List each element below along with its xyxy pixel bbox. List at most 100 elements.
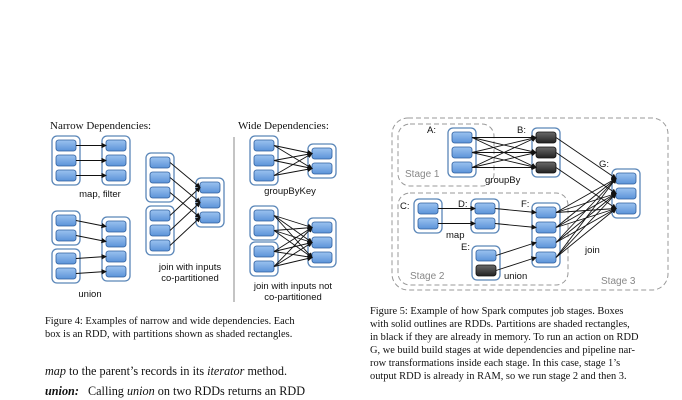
dependency-arrow	[555, 177, 617, 258]
dependency-arrow	[273, 153, 313, 176]
figure5-caption-line: in black if they are already in memory. …	[370, 332, 639, 343]
dependency-arrow	[555, 177, 617, 243]
dependency-arrow	[169, 177, 201, 204]
label-join-copartitioned-2: co-partitioned	[161, 273, 219, 284]
dependency-arrow	[494, 208, 537, 215]
partition	[615, 202, 637, 215]
rdd-label-e: E:	[461, 242, 470, 253]
dependency-arrow	[169, 201, 201, 231]
label-groupbykey: groupByKey	[264, 186, 316, 197]
partition	[451, 131, 473, 144]
label-join-not-copartitioned-2: co-partitioned	[264, 292, 322, 303]
op-label-map: map	[446, 230, 465, 241]
dependency-arrow	[495, 241, 537, 256]
dependency-arrow	[75, 220, 107, 229]
stage-3-label: Stage 3	[601, 276, 636, 287]
rdd-f-rdd-box	[531, 202, 561, 268]
partition	[474, 217, 496, 230]
cached-partition	[475, 264, 497, 277]
rdd-label-g: G:	[599, 159, 610, 170]
dependency-arrow	[273, 230, 313, 259]
partition	[535, 236, 557, 249]
figure5-caption-line: G, we build build stages at wide depende…	[370, 345, 635, 356]
figure5-caption-line: row transformations inside each stage. I…	[370, 358, 621, 369]
dependency-arrow	[169, 162, 201, 189]
body-text-span: on two RDDs returns an RDD	[154, 384, 306, 398]
groupbykey-child-rdd-box	[307, 143, 337, 179]
rdd-label-b: B:	[517, 125, 526, 136]
dependency-arrow	[273, 242, 313, 267]
figure4-caption-line: Figure 4: Examples of narrow and wide de…	[45, 316, 295, 327]
dependency-arrow	[555, 192, 617, 258]
partition	[451, 146, 473, 159]
dependency-arrow	[273, 227, 313, 252]
term-union: union	[126, 384, 155, 398]
dependency-arrow	[273, 225, 313, 231]
cached-partition	[535, 161, 557, 174]
union-parent-1-rdd-box	[51, 210, 81, 246]
figure5-caption-line: Figure 5: Example of how Spark computes …	[370, 306, 624, 317]
stage-2-label: Stage 2	[410, 271, 445, 282]
narrow-dependencies-title: Narrow Dependencies:	[50, 120, 152, 132]
dependency-arrow	[494, 223, 537, 230]
dependency-arrow	[273, 230, 313, 244]
body-text-span: Calling	[78, 384, 127, 398]
partition	[451, 161, 473, 174]
label-join-copartitioned-1: join with inputs	[158, 262, 222, 273]
dependency-arrow	[273, 215, 313, 229]
figure5-caption-line: output RDD is already in RAM, so we run …	[370, 371, 627, 382]
body-text-span: method.	[244, 364, 288, 378]
dependency-arrow	[273, 255, 313, 267]
join-copart-parent-2-rdd-box	[145, 205, 175, 256]
figure5-caption-line: with solid outlines are RDDs. Partitions…	[370, 319, 630, 330]
dependency-arrow	[555, 177, 617, 228]
term-map: map	[45, 364, 66, 378]
dependency-arrow	[495, 256, 537, 271]
rdd-label-a: A:	[427, 125, 436, 136]
dependency-arrow	[273, 145, 313, 156]
union-parent-2-rdd-box	[51, 248, 81, 284]
dependency-arrow	[273, 151, 313, 161]
rdd-d-rdd-box	[470, 198, 500, 234]
union-child-rdd-box	[101, 216, 131, 282]
dependency-arrow	[555, 178, 617, 213]
op-label-join: join	[585, 245, 600, 256]
dependency-arrow	[471, 135, 537, 153]
partition	[475, 249, 497, 262]
dependency-arrow	[273, 226, 313, 267]
rdd-label-d: D:	[458, 199, 468, 210]
dependency-arrow	[273, 166, 313, 176]
dependency-arrow	[75, 235, 107, 244]
rdd-c-rdd-box	[413, 198, 443, 234]
label-join-not-copartitioned-1: join with inputs not	[253, 281, 333, 292]
stage-2-boundary	[397, 192, 569, 286]
body-paragraph-line-2: union: Calling union on two RDDs returns…	[45, 383, 305, 399]
dependency-arrow	[555, 137, 617, 180]
op-label-union: union	[504, 271, 528, 282]
partition	[417, 202, 439, 215]
label-map-filter: map, filter	[79, 189, 121, 200]
figure4-caption: Figure 4: Examples of narrow and wide de…	[45, 315, 350, 341]
body-text-span: to the parent’s records in its	[66, 364, 208, 378]
rdd-label-f: F:	[521, 199, 530, 210]
stage-1-boundary	[397, 123, 495, 187]
wide-dependencies-title: Wide Dependencies:	[238, 120, 329, 132]
join-copart-parent-1-rdd-box	[145, 152, 175, 203]
partition	[417, 217, 439, 230]
dependency-arrow	[75, 254, 107, 260]
join-notcopart-parent-2-rdd-box	[249, 241, 279, 277]
partition	[615, 172, 637, 185]
dependency-arrow	[471, 136, 537, 168]
term-iterator: iterator	[207, 364, 245, 378]
cached-partition	[535, 131, 557, 144]
dependency-arrow	[169, 192, 201, 219]
dependency-arrow	[555, 207, 617, 258]
partition	[535, 221, 557, 234]
body-paragraph-line-1: map to the parent’s records in its itera…	[45, 363, 287, 379]
partition	[535, 206, 557, 219]
rdd-e-rdd-box	[471, 245, 501, 281]
figure5-caption: Figure 5: Example of how Spark computes …	[370, 305, 675, 383]
dependency-arrow	[169, 216, 201, 246]
